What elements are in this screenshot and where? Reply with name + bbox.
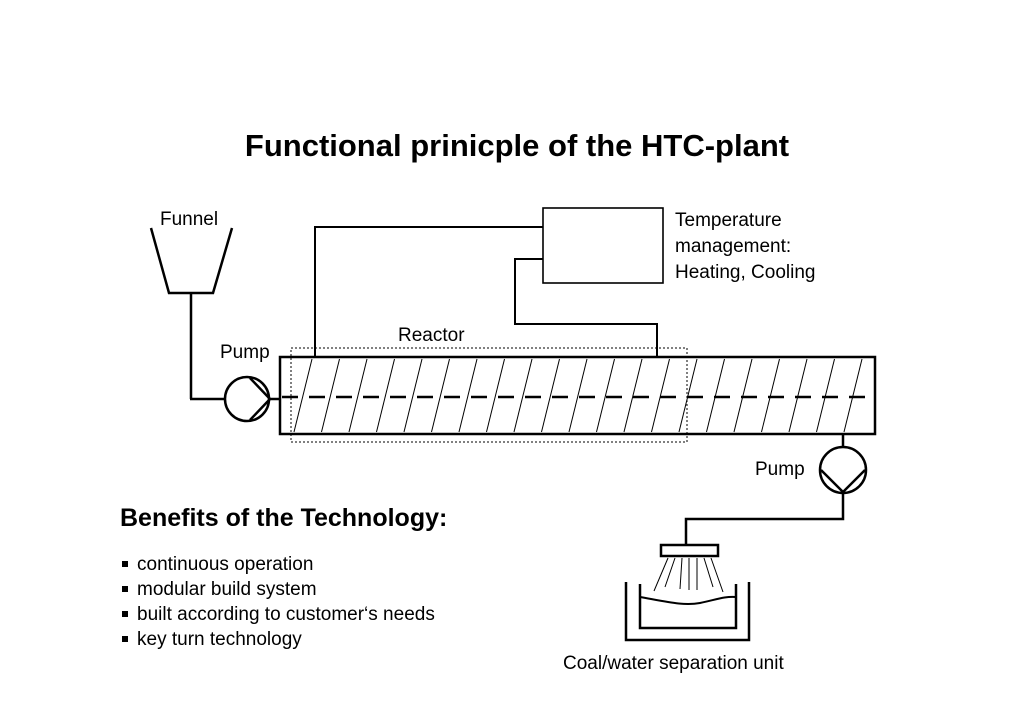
temperature-label: Temperature management: Heating, Cooling bbox=[675, 208, 815, 286]
screw-blade bbox=[816, 358, 835, 433]
spray-jet bbox=[679, 557, 683, 590]
screw-blade bbox=[761, 358, 780, 433]
pump-inlet-icon bbox=[223, 375, 271, 423]
screw-blade bbox=[733, 358, 753, 433]
screw-blade bbox=[788, 358, 808, 433]
pump-inlet-label: Pump bbox=[220, 342, 270, 363]
spray-jet bbox=[710, 557, 724, 593]
screw-blade bbox=[293, 358, 313, 433]
screw-blade bbox=[843, 358, 863, 433]
reactor-label: Reactor bbox=[398, 325, 465, 346]
benefit-item: modular build system bbox=[121, 577, 435, 602]
benefit-item: key turn technology bbox=[121, 627, 435, 652]
reactor-body bbox=[278, 355, 877, 436]
spray-jets bbox=[653, 557, 724, 593]
screw-blade bbox=[706, 358, 725, 433]
temperature-label-line-2: management: bbox=[675, 236, 792, 257]
spray-jet bbox=[664, 557, 676, 588]
screw-conveyor bbox=[293, 358, 863, 433]
screw-blade bbox=[431, 358, 450, 433]
screw-blade bbox=[596, 358, 615, 433]
temperature-box bbox=[542, 207, 664, 284]
spray-jet bbox=[653, 557, 669, 592]
spray-head bbox=[659, 543, 720, 558]
screw-blade bbox=[568, 358, 588, 433]
temperature-label-line-1: Temperature bbox=[675, 210, 782, 231]
pump-outlet-icon bbox=[818, 445, 868, 495]
spray-jet bbox=[703, 557, 714, 588]
funnel-icon bbox=[149, 227, 234, 295]
screw-blade bbox=[321, 358, 340, 433]
benefits-heading: Benefits of the Technology: bbox=[120, 504, 448, 532]
reactor-zone-outline bbox=[290, 347, 688, 443]
inner-basin bbox=[638, 584, 738, 630]
water-surface bbox=[639, 595, 737, 606]
temperature-label-line-3: Heating, Cooling bbox=[675, 262, 816, 283]
benefit-item: built according to customer‘s needs bbox=[121, 602, 435, 627]
screw-blade bbox=[376, 358, 395, 433]
screw-blade bbox=[678, 358, 698, 433]
benefit-item: continuous operation bbox=[121, 552, 435, 577]
diagram-title: Functional prinicple of the HTC-plant bbox=[244, 128, 790, 163]
separation-unit-label: Coal/water separation unit bbox=[563, 653, 784, 674]
screw-blade bbox=[458, 358, 478, 433]
pump-outlet-label: Pump bbox=[755, 459, 805, 480]
screw-blade bbox=[623, 358, 643, 433]
screw-blade bbox=[513, 358, 533, 433]
screw-blade bbox=[348, 358, 368, 433]
screw-blade bbox=[541, 358, 560, 433]
pump-to-separator-pipe bbox=[684, 492, 845, 545]
screw-blade bbox=[651, 358, 670, 433]
funnel-label: Funnel bbox=[160, 209, 219, 230]
temperature-pipe-left bbox=[314, 226, 543, 357]
temperature-pipe-right bbox=[514, 258, 658, 357]
outer-basin bbox=[624, 582, 751, 642]
screw-blade bbox=[403, 358, 423, 433]
benefits-list: continuous operation modular build syste… bbox=[121, 552, 435, 652]
screw-blade bbox=[486, 358, 505, 433]
